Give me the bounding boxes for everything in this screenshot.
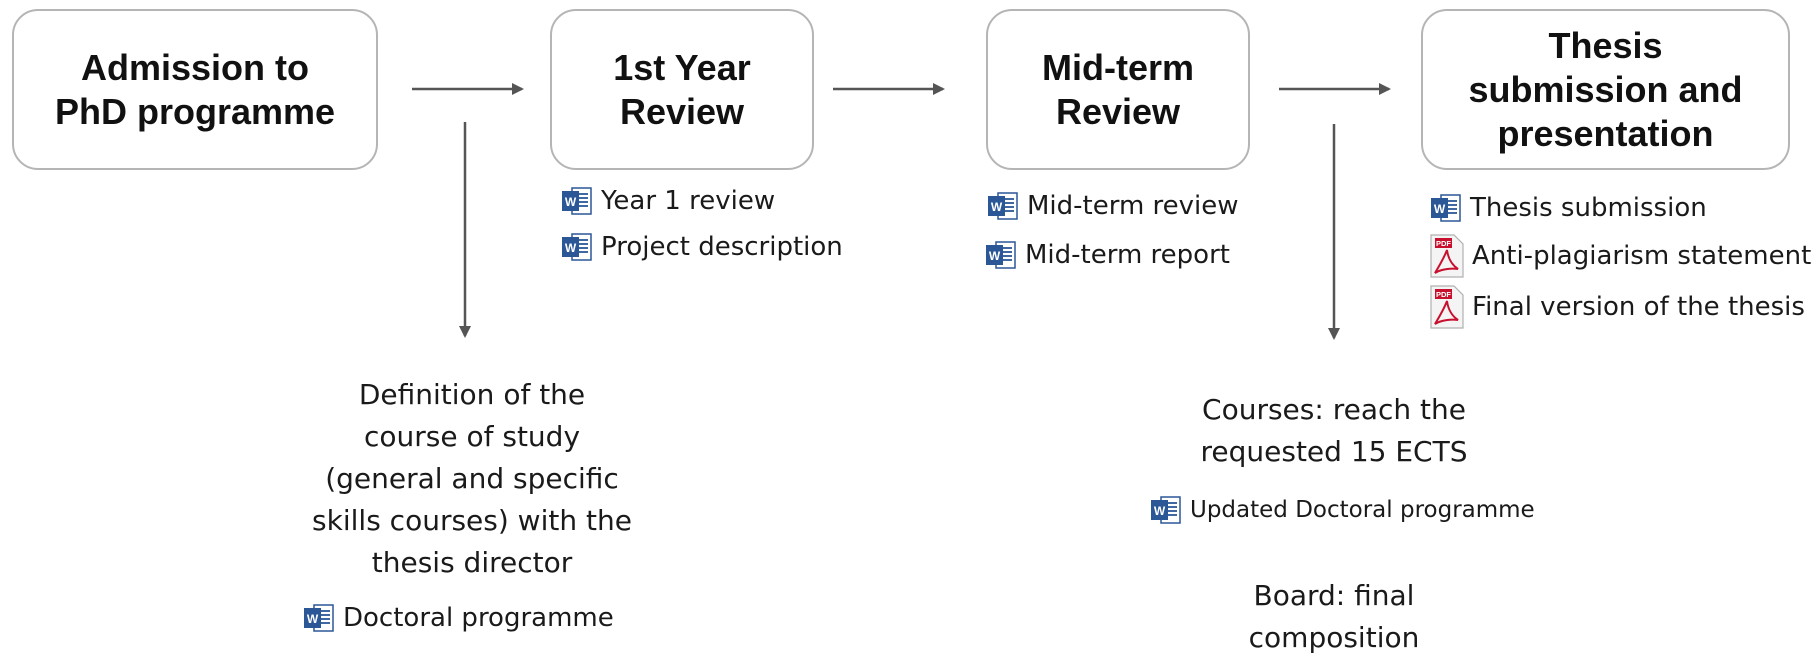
doc-year1-review[interactable]: W Year 1 review: [561, 186, 775, 216]
doc-doctoral-programme-label: Doctoral programme: [343, 603, 614, 633]
word-icon: W: [988, 192, 1018, 220]
note-board: Board: final composition: [1248, 579, 1420, 654]
svg-text:PDF: PDF: [1436, 239, 1451, 248]
doc-updated-doctoral-programme-label: Updated Doctoral programme: [1190, 497, 1535, 523]
svg-text:W: W: [565, 195, 577, 209]
word-icon: W: [304, 604, 334, 632]
svg-text:W: W: [989, 249, 1001, 263]
word-icon: W: [562, 187, 592, 215]
doc-project-description-label: Project description: [601, 232, 843, 262]
stage-mid-term-review: Mid-term Review: [986, 9, 1250, 170]
stage-first-year-review-title: 1st Year Review: [613, 46, 751, 132]
doc-midterm-review-label: Mid-term review: [1027, 191, 1239, 221]
note-courses-ects: Courses: reach the requested 15 ECTS: [1200, 393, 1468, 468]
doc-final-version[interactable]: PDF Final version of the thesis: [1430, 285, 1805, 329]
doc-midterm-review[interactable]: W Mid-term review: [987, 191, 1239, 221]
doc-thesis-submission[interactable]: W Thesis submission: [1430, 193, 1707, 223]
svg-text:PDF: PDF: [1436, 290, 1451, 299]
pdf-icon: PDF: [1430, 285, 1464, 329]
doc-project-description[interactable]: W Project description: [561, 232, 843, 262]
svg-text:W: W: [991, 200, 1003, 214]
doc-anti-plagiarism[interactable]: PDF Anti-plagiarism statement: [1430, 234, 1811, 278]
doc-midterm-report[interactable]: W Mid-term report: [985, 240, 1230, 270]
svg-text:W: W: [307, 612, 319, 626]
doc-year1-review-label: Year 1 review: [601, 186, 776, 216]
stage-admission-title: Admission to PhD programme: [54, 46, 336, 132]
stage-first-year-review: 1st Year Review: [550, 9, 814, 170]
word-icon: W: [562, 233, 592, 261]
note-course-definition: Definition of the course of study (gener…: [312, 378, 632, 579]
doc-final-version-label: Final version of the thesis: [1472, 292, 1805, 322]
doc-doctoral-programme[interactable]: W Doctoral programme: [303, 603, 614, 633]
doc-anti-plagiarism-label: Anti-plagiarism statement: [1472, 241, 1812, 271]
doc-thesis-submission-label: Thesis submission: [1470, 193, 1707, 223]
doc-updated-doctoral-programme[interactable]: W Updated Doctoral programme: [1150, 495, 1535, 525]
stage-thesis-submission: Thesis submission and presentation: [1421, 9, 1790, 170]
svg-text:W: W: [1434, 202, 1446, 216]
word-icon: W: [986, 241, 1016, 269]
stage-mid-term-review-title: Mid-term Review: [1042, 46, 1194, 132]
pdf-icon: PDF: [1430, 234, 1464, 278]
word-icon: W: [1151, 496, 1181, 524]
doc-midterm-report-label: Mid-term report: [1025, 240, 1230, 270]
stage-thesis-submission-title: Thesis submission and presentation: [1468, 24, 1743, 154]
svg-text:W: W: [1154, 504, 1166, 518]
svg-text:W: W: [565, 241, 577, 255]
stage-admission: Admission to PhD programme: [12, 9, 378, 170]
word-icon: W: [1431, 194, 1461, 222]
